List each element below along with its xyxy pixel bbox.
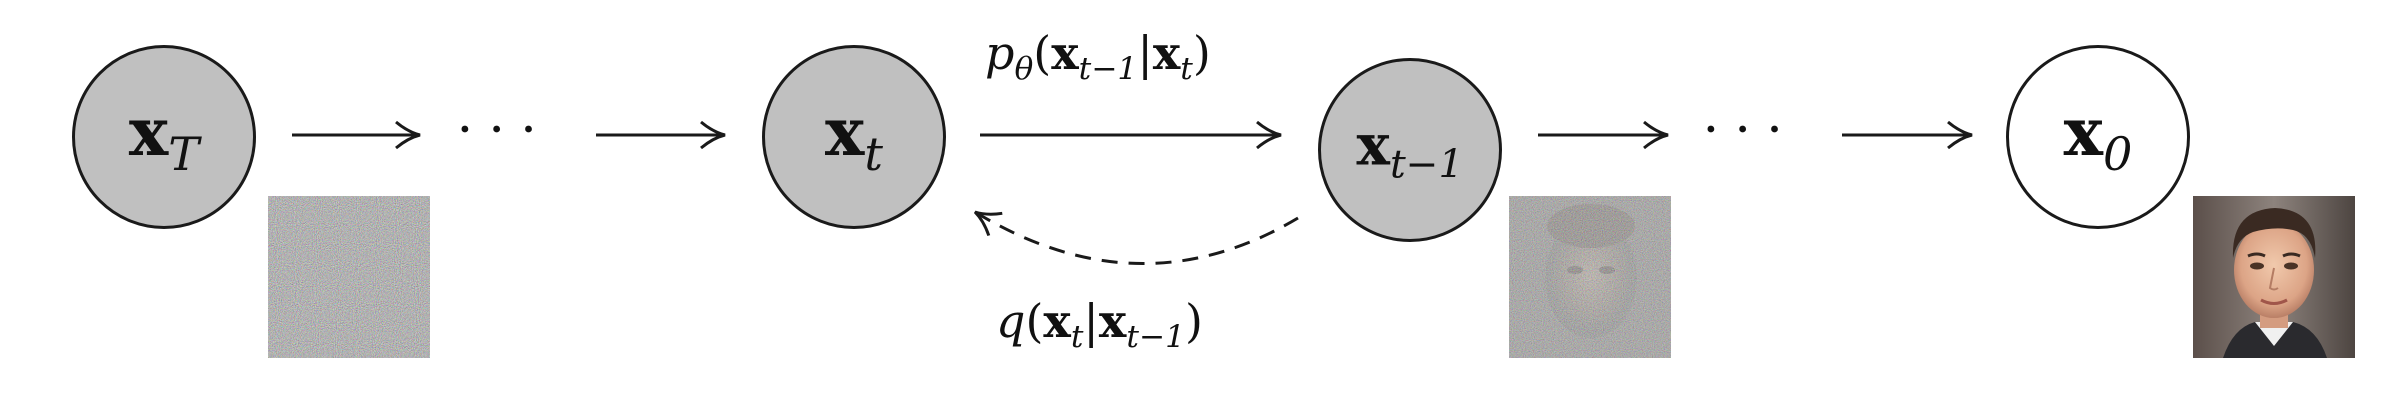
- node-x0-subscript: 0: [2102, 126, 2133, 181]
- noise-image: [268, 196, 430, 358]
- label-x-a: x: [1043, 294, 1071, 348]
- dashed-arrow-xtm1-to-xt: [973, 210, 1299, 266]
- label-sub-b: t−1: [1126, 319, 1186, 355]
- label-sub-b: t: [1180, 51, 1193, 87]
- label-theta: θ: [1014, 51, 1034, 87]
- clean-face-image: [2193, 196, 2355, 358]
- partially-noisy-face-image: [1509, 196, 1671, 358]
- label-x-b: x: [1098, 294, 1127, 348]
- label-paren-close: ): [1185, 294, 1203, 348]
- node-xtm1-symbol: x: [1356, 112, 1390, 179]
- ellipsis-left: ⋅⋅⋅: [456, 100, 552, 160]
- label-paren-open: (: [1025, 294, 1044, 348]
- label-p: p: [985, 26, 1015, 80]
- label-x-a: x: [1051, 26, 1079, 80]
- node-xT-subscript: T: [168, 126, 200, 181]
- label-paren-open: (: [1033, 26, 1052, 80]
- label-sub-a: t−1: [1078, 51, 1138, 87]
- node-xt-symbol: x: [825, 93, 865, 172]
- reverse-process-label: pθ(xt−1|xt): [985, 30, 1211, 85]
- node-x0-symbol: x: [2063, 93, 2103, 172]
- node-xT: xT: [72, 45, 256, 229]
- label-bar: |: [1137, 26, 1153, 80]
- node-xtm1-subscript: t−1: [1389, 142, 1464, 188]
- forward-process-label: q(xt|xt−1): [996, 298, 1203, 353]
- node-x0: x0: [2006, 45, 2190, 229]
- label-q: q: [996, 294, 1026, 348]
- node-xt-minus-1: xt−1: [1318, 58, 1502, 242]
- label-paren-close: ): [1192, 26, 1211, 80]
- ellipsis-right: ⋅⋅⋅: [1702, 100, 1798, 160]
- label-sub-a: t: [1070, 319, 1084, 355]
- label-x-b: x: [1152, 26, 1181, 80]
- node-xt-subscript: t: [864, 126, 883, 181]
- label-bar: |: [1083, 294, 1099, 348]
- node-xT-symbol: x: [128, 93, 169, 172]
- node-xt: xt: [762, 45, 946, 229]
